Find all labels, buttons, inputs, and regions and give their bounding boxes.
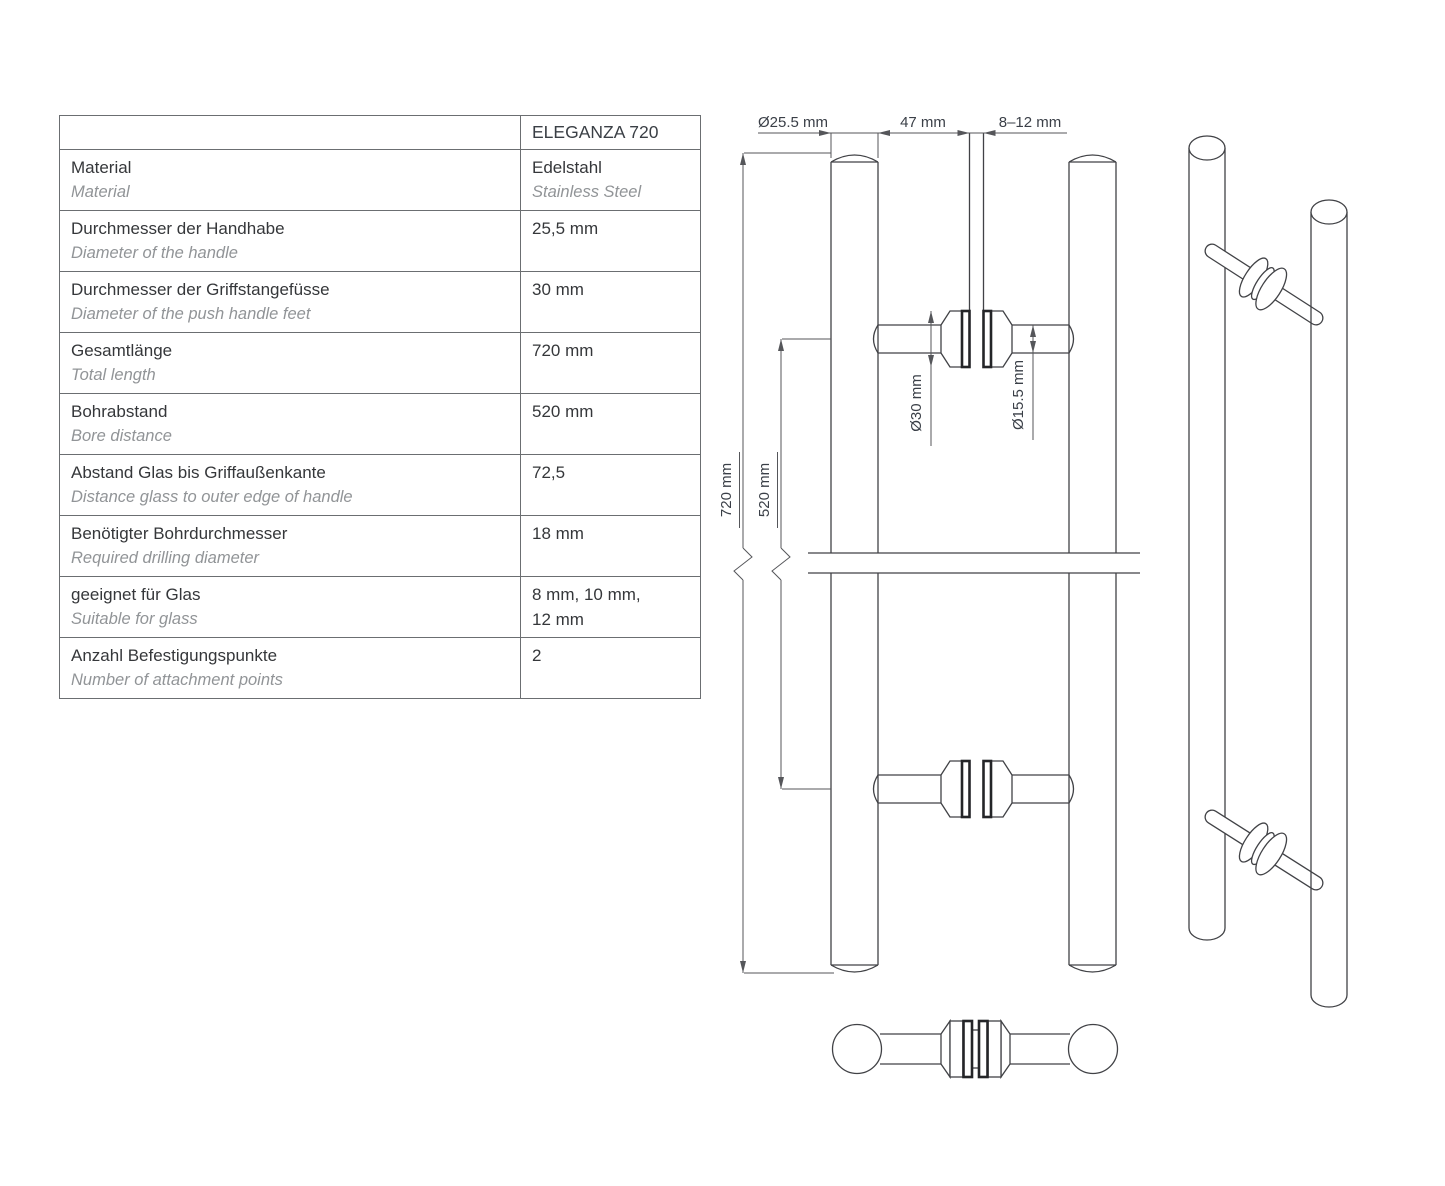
top-view (831, 1018, 1119, 1080)
arm-end-cap (872, 774, 879, 804)
table-row: Anzahl Befestigungspunkte Number of atta… (59, 637, 701, 699)
dim-glass-to-handle: 47 mm (900, 114, 946, 131)
spec-value: 18 mm (532, 524, 584, 543)
spec-value: Edelstahl (532, 158, 602, 177)
top-view-clamp (940, 1018, 1011, 1080)
bottom-connector (872, 759, 1075, 819)
dimensions: Ø25.5 mm 47 mm 8–12 mm 720 mm 52 (718, 114, 1067, 974)
glass-pane-edges (968, 133, 985, 367)
spec-value: 25,5 mm (532, 219, 599, 238)
spec-table: ELEGANZA 720 Material Material Edelstahl… (59, 115, 701, 699)
spec-value: 8 mm, 10 mm, (532, 585, 641, 604)
top-connector (872, 309, 1075, 369)
table-row: Durchmesser der Griffstangefüsse Diamete… (59, 271, 701, 333)
spec-label-de: Benötigter Bohrdurchmesser (71, 524, 288, 543)
spec-label-en: Diameter of the handle (71, 244, 238, 262)
arm-end-cap (1068, 774, 1075, 804)
spec-value-cell: 2 (520, 637, 701, 699)
front-right-tube (1068, 154, 1117, 973)
spec-label-cell: Anzahl Befestigungspunkte Number of atta… (59, 637, 521, 699)
spec-value: 30 mm (532, 280, 584, 299)
dim-total-length: 720 mm (718, 152, 834, 974)
spec-label-de: Gesamtlänge (71, 341, 173, 360)
dim-neck-diameter: Ø15.5 mm (1010, 325, 1036, 440)
spec-label-en: Total length (71, 366, 156, 384)
dim-top-chain: Ø25.5 mm 47 mm 8–12 mm (758, 114, 1067, 158)
table-row: Bohrabstand Bore distance 520 mm (59, 393, 701, 455)
dim-neck-diameter-label: Ø15.5 mm (1010, 360, 1027, 430)
iso-bottom-arm (1204, 809, 1324, 891)
clamp-cone-right (990, 760, 1013, 818)
iso-top-collar (1238, 257, 1288, 311)
top-view-right-tube-section (1067, 1023, 1119, 1075)
dim-total-length-label: 720 mm (718, 463, 735, 517)
table-row: Abstand Glas bis Griffaußenkante Distanc… (59, 454, 701, 516)
dim-bore-distance: 520 mm (756, 338, 831, 790)
clamp-cone-right (990, 310, 1013, 368)
clamp-washer-right (982, 759, 993, 819)
dim-bore-distance-label: 520 mm (756, 463, 773, 517)
spec-label-de: Anzahl Befestigungspunkte (71, 646, 278, 665)
table-row: Gesamtlänge Total length 720 mm (59, 332, 701, 394)
iso-top-arm (1204, 243, 1324, 326)
spec-value-cell: 30 mm (520, 271, 701, 333)
spec-label-cell: Gesamtlänge Total length (59, 332, 521, 394)
spec-value: 2 (532, 646, 542, 665)
top-view-left-tube-section (831, 1023, 883, 1075)
product-name: ELEGANZA 720 (532, 122, 659, 142)
dim-foot-diameter: Ø30 mm (908, 311, 934, 446)
arm-end-cap (1068, 324, 1075, 354)
spec-label-de: Durchmesser der Handhabe (71, 219, 285, 238)
arm-end-cap (872, 324, 879, 354)
spec-value-cell: 8 mm, 10 mm, 12 mm (520, 576, 701, 638)
iso-right-tube (1310, 199, 1348, 1008)
clamp-cone-left (940, 760, 963, 818)
spec-label-en: Diameter of the push handle feet (71, 305, 311, 323)
spec-value-cell: 25,5 mm (520, 210, 701, 272)
spec-label-en: Number of attachment points (71, 671, 283, 689)
front-view (808, 133, 1140, 973)
iso-left-tube (1188, 135, 1226, 941)
spec-value-en: Stainless Steel (532, 183, 642, 201)
spec-value-cell: 18 mm (520, 515, 701, 577)
spec-label-cell: Durchmesser der Griffstangefüsse Diamete… (59, 271, 521, 333)
spec-label-cell: Abstand Glas bis Griffaußenkante Distanc… (59, 454, 521, 516)
clamp-cone-left (940, 310, 963, 368)
spec-value-cell: 720 mm (520, 332, 701, 394)
front-left-tube (830, 154, 879, 973)
spec-label-de: Abstand Glas bis Griffaußenkante (71, 463, 326, 482)
spec-value-cell: 520 mm (520, 393, 701, 455)
top-view-washer-right (977, 1019, 989, 1079)
spec-label-de: Material (71, 158, 132, 177)
isometric-view (1188, 135, 1348, 1008)
spec-label-de: geeignet für Glas (71, 585, 201, 604)
clamp-washer-right (982, 309, 993, 369)
top-view-arm (880, 1033, 1070, 1065)
top-view-washer-left (962, 1019, 974, 1079)
spec-value: 720 mm (532, 341, 594, 360)
spec-label-en: Distance glass to outer edge of handle (71, 488, 353, 506)
dim-foot-diameter-label: Ø30 mm (908, 374, 925, 432)
spec-value-cell: Edelstahl Stainless Steel (520, 149, 701, 211)
spec-label-en: Required drilling diameter (71, 549, 260, 567)
glass-break-lines (808, 552, 1140, 574)
spec-label-en: Material (71, 183, 130, 201)
dim-glass-thickness: 8–12 mm (999, 114, 1062, 131)
dim-handle-diameter: Ø25.5 mm (758, 114, 828, 131)
spec-value-line2: 12 mm (532, 610, 584, 629)
spec-label-de: Bohrabstand (71, 402, 168, 421)
iso-bottom-collar (1238, 822, 1288, 876)
spec-label-cell: Durchmesser der Handhabe Diameter of the… (59, 210, 521, 272)
spec-label-de: Durchmesser der Griffstangefüsse (71, 280, 330, 299)
spec-label-en: Bore distance (71, 427, 172, 445)
spec-label-cell: Bohrabstand Bore distance (59, 393, 521, 455)
table-row: Durchmesser der Handhabe Diameter of the… (59, 210, 701, 272)
clamp-washer-left (960, 759, 971, 819)
spec-value: 72,5 (532, 463, 566, 482)
spec-label-en: Suitable for glass (71, 610, 198, 628)
clamp-washer-left (960, 309, 971, 369)
spec-value: 520 mm (532, 402, 594, 421)
